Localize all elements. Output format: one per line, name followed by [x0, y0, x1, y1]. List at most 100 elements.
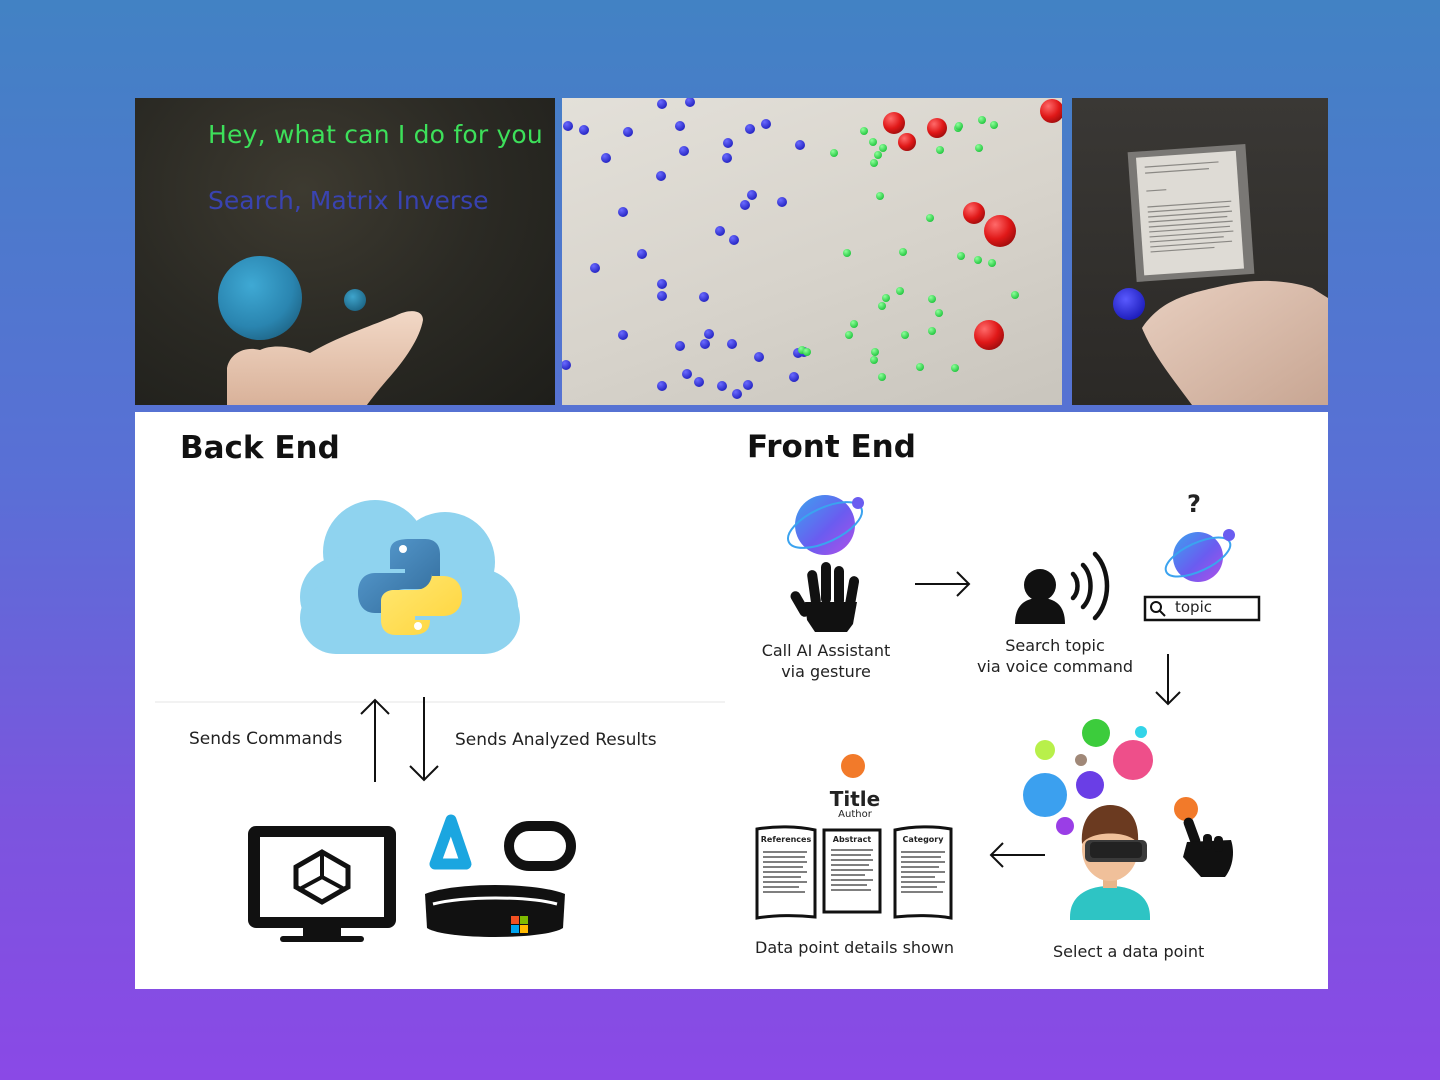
- unity-monitor-icon: [248, 826, 396, 942]
- data-point: [699, 292, 709, 302]
- arrow-right-icon: [915, 571, 971, 597]
- speaking-person-icon: [1015, 569, 1065, 624]
- data-point: [637, 249, 647, 259]
- data-point: [878, 302, 886, 310]
- data-point: [754, 352, 764, 362]
- data-point: [876, 192, 884, 200]
- data-point: [869, 138, 877, 146]
- assistant-orb: [218, 256, 302, 340]
- architecture-diagram: Back End: [135, 412, 1328, 989]
- data-point: [1040, 99, 1062, 123]
- arrow-down-right-icon: [1155, 654, 1181, 706]
- data-point: [682, 369, 692, 379]
- data-point: [978, 116, 986, 124]
- data-point: [936, 146, 944, 154]
- data-point: [618, 330, 628, 340]
- data-point: [870, 159, 878, 167]
- data-point: [928, 295, 936, 303]
- data-point: [563, 121, 573, 131]
- data-point: [761, 119, 771, 129]
- vr-user-icon: [1070, 805, 1150, 920]
- data-point: [1011, 291, 1019, 299]
- data-point: [926, 214, 934, 222]
- data-point: [618, 207, 628, 217]
- data-point: [990, 121, 998, 129]
- data-point: [732, 389, 742, 399]
- data-point: [694, 377, 704, 387]
- data-point: [935, 309, 943, 317]
- holo-card: [1136, 150, 1244, 276]
- data-point: [874, 151, 882, 159]
- raised-hand-icon: [790, 562, 860, 632]
- search-icon: [1150, 601, 1166, 617]
- data-point: [975, 144, 983, 152]
- data-point: [974, 320, 1004, 350]
- front-end-title: Front End: [747, 429, 916, 465]
- back-end-title: Back End: [180, 430, 340, 466]
- data-point: [916, 363, 924, 371]
- data-point: [830, 149, 838, 157]
- data-point: [679, 146, 689, 156]
- photo-data-point-details: [1072, 98, 1328, 405]
- small-orb: [344, 289, 366, 311]
- selected-data-point: [841, 754, 865, 778]
- data-point: [845, 331, 853, 339]
- data-point: [717, 381, 727, 391]
- pointing-hand-icon: [1183, 817, 1233, 877]
- data-point: [722, 153, 732, 163]
- selected-orb: [1113, 288, 1145, 320]
- doc-title: Title: [829, 787, 881, 811]
- data-point: [988, 259, 996, 267]
- step-select-point-label: Select a data point: [1053, 942, 1205, 961]
- data-point: [704, 329, 714, 339]
- sound-waves-icon: [1070, 551, 1110, 621]
- photo1-scene: [218, 256, 423, 405]
- data-point: [843, 249, 851, 257]
- data-point: [590, 263, 600, 273]
- data-point: [675, 341, 685, 351]
- data-point: [743, 380, 753, 390]
- data-point: [623, 127, 633, 137]
- data-bubbles: [1023, 719, 1198, 835]
- hand: [227, 311, 423, 405]
- document-lines: [763, 849, 945, 893]
- doc-author: Author: [838, 809, 872, 820]
- data-point: [883, 112, 905, 134]
- data-point: [700, 339, 710, 349]
- arrow-left-icon: [989, 842, 1045, 868]
- diagram-graphics: [155, 495, 1261, 942]
- holo-search-text: Search, Matrix Inverse: [208, 186, 489, 215]
- data-point: [747, 190, 757, 200]
- data-point: [850, 320, 858, 328]
- sends-commands-label: Sends Commands: [189, 729, 343, 749]
- data-point: [951, 364, 959, 372]
- data-point: [729, 235, 739, 245]
- data-point: [963, 202, 985, 224]
- data-point: [789, 372, 799, 382]
- data-point: [656, 171, 666, 181]
- data-point: [675, 121, 685, 131]
- data-point: [657, 99, 667, 109]
- data-point: [984, 215, 1016, 247]
- search-topic-text: topic: [1175, 598, 1212, 616]
- data-point: [870, 356, 878, 364]
- data-point: [740, 200, 750, 210]
- doc-abstract: Abstract: [832, 835, 872, 844]
- data-point: [795, 140, 805, 150]
- data-point: [727, 339, 737, 349]
- data-point: [803, 348, 811, 356]
- data-point: [601, 153, 611, 163]
- data-point: [657, 291, 667, 301]
- question-orb-icon: [1164, 529, 1235, 582]
- data-point: [974, 256, 982, 264]
- data-point: [715, 226, 725, 236]
- data-point: [879, 144, 887, 152]
- data-point: [896, 287, 904, 295]
- doc-category: Category: [902, 835, 944, 844]
- data-point: [579, 125, 589, 135]
- data-point-cloud: [562, 98, 1062, 399]
- data-point: [657, 279, 667, 289]
- step-call-assistant-label: Call AI Assistant via gesture: [761, 641, 891, 681]
- sends-results-label: Sends Analyzed Results: [455, 730, 657, 750]
- data-point: [878, 373, 886, 381]
